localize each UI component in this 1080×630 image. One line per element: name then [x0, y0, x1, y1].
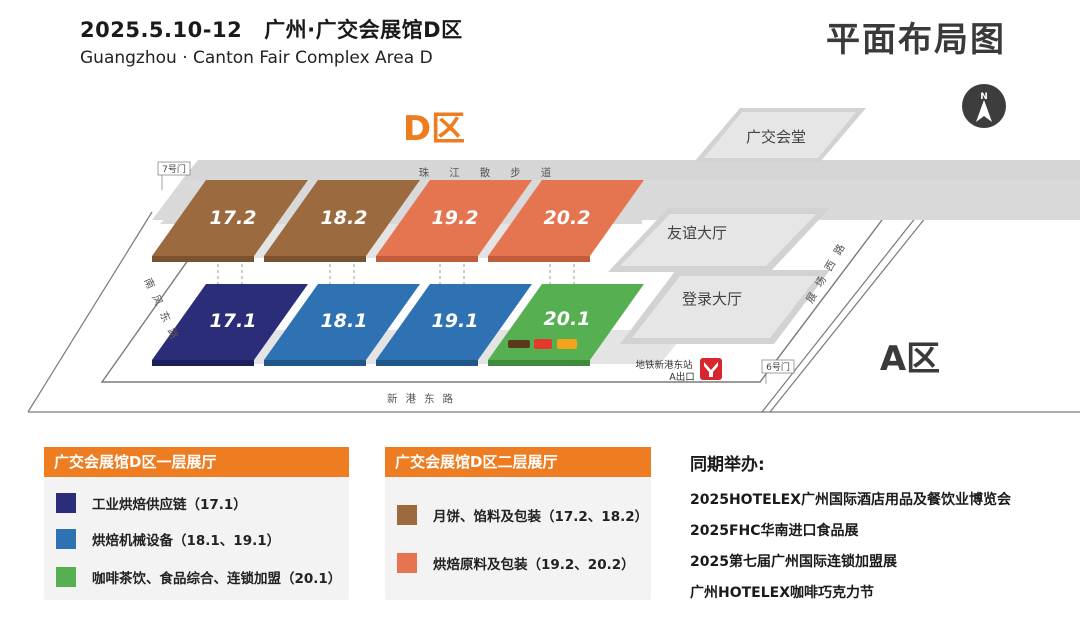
hall-registration-label: 登录大厅: [682, 290, 742, 308]
road-south-label: 新港东路: [387, 392, 461, 405]
legend-floor2-item-label: 月饼、馅料及包装（17.2、18.2）: [433, 509, 649, 525]
hall-17-2-label: 17.2: [210, 207, 257, 229]
hall-20-1-label: 20.1: [544, 308, 591, 330]
legend-floor1-item: 工业烘焙供应链（17.1）: [56, 493, 247, 513]
legend-floor1-item-label: 烘焙机械设备（18.1、19.1）: [92, 533, 281, 549]
gate-6: 6号门: [761, 359, 795, 384]
event-venue: 广州·广交会展馆D区: [264, 18, 463, 42]
hall-connectors: [217, 258, 575, 286]
zone-d-label: D区: [403, 109, 465, 149]
hall-19-2-label: 19.2: [432, 207, 479, 229]
legend-swatch-orange: [397, 553, 417, 573]
legend-floor2-item-label: 烘焙原料及包装（19.2、20.2）: [433, 557, 635, 573]
compass-icon: N: [962, 84, 1006, 128]
map-title: 平面布局图: [826, 20, 1006, 60]
legend-swatch-blue: [56, 529, 76, 549]
concurrent-events: 同期举办: 2025HOTELEX广州国际酒店用品及餐饮业博览会 2025FHC…: [690, 450, 1011, 613]
compass-letter: N: [980, 92, 988, 102]
hall-friendship-label: 友谊大厅: [667, 224, 727, 242]
hall-20-2: 20.2: [488, 180, 644, 262]
sponsor-logos: [508, 339, 577, 349]
legend-swatch-navy: [56, 493, 76, 513]
event-date: 2025.5.10-12: [80, 18, 243, 42]
hall-canton-fair-label: 广交会堂: [746, 128, 806, 146]
hall-20-1: 20.1: [488, 284, 644, 366]
gate-6-label: 6号门: [766, 361, 790, 373]
metro-exit-label: A出口: [669, 371, 695, 383]
hall-17-1-label: 17.1: [210, 310, 257, 332]
gate-7: 7号门: [157, 161, 191, 190]
concurrent-item: 2025HOTELEX广州国际酒店用品及餐饮业博览会: [690, 492, 1011, 508]
concurrent-item: 广州HOTELEX咖啡巧克力节: [690, 585, 875, 601]
legend-floor1-item: 烘焙机械设备（18.1、19.1）: [56, 529, 280, 549]
legend-floor2-panel: 广交会展馆D区二层展厅 月饼、馅料及包装（17.2、18.2） 烘焙原料及包装（…: [385, 447, 651, 600]
concurrent-item: 2025FHC华南进口食品展: [690, 523, 859, 539]
legend-floor1-item: 咖啡茶饮、食品综合、连锁加盟（20.1）: [56, 567, 341, 587]
side-halls: [608, 108, 866, 344]
hall-18-1: 18.1: [264, 284, 420, 366]
metro-icon: [700, 358, 722, 380]
legend-floor2-item: 月饼、馅料及包装（17.2、18.2）: [397, 505, 648, 525]
legend-floor1-item-label: 工业烘焙供应链（17.1）: [92, 497, 247, 513]
hall-18-2: 18.2: [264, 180, 420, 262]
hall-18-2-label: 18.2: [321, 207, 368, 229]
legend-floor2-item: 烘焙原料及包装（19.2、20.2）: [397, 553, 635, 573]
concurrent-title: 同期举办:: [690, 455, 765, 475]
metro-station-label: 地铁新港东站: [635, 359, 693, 371]
venue-english-subtitle: Guangzhou · Canton Fair Complex Area D: [80, 48, 433, 68]
floor-plan-map: 17.2 18.2 19.2 20.2 17.1 18.1 19.1 20.1: [27, 84, 1080, 413]
metro-station: 地铁新港东站 A出口: [635, 358, 722, 383]
gate-7-label: 7号门: [162, 163, 186, 175]
legend-floor1-panel: 广交会展馆D区一层展厅 工业烘焙供应链（17.1） 烘焙机械设备（18.1、19…: [44, 447, 349, 600]
hall-20-2-label: 20.2: [544, 207, 591, 229]
event-date-venue: 2025.5.10-12 广州·广交会展馆D区: [80, 14, 485, 44]
legend-floor2-title: 广交会展馆D区二层展厅: [385, 447, 651, 477]
promenade-label: 珠江散步道: [419, 166, 572, 179]
legend-floor1-item-label: 咖啡茶饮、食品综合、连锁加盟（20.1）: [92, 571, 342, 587]
legend-swatch-green: [56, 567, 76, 587]
hall-18-1-label: 18.1: [321, 310, 368, 332]
legend-swatch-brown: [397, 505, 417, 525]
hall-19-2: 19.2: [376, 180, 532, 262]
hall-19-1: 19.1: [376, 284, 532, 366]
zone-a-label: A区: [880, 339, 940, 379]
legend-floor1-title: 广交会展馆D区一层展厅: [44, 447, 349, 477]
hall-19-1-label: 19.1: [432, 310, 479, 332]
road-west-label: 南风东路: [141, 276, 184, 349]
concurrent-item: 2025第七届广州国际连锁加盟展: [690, 554, 897, 570]
hall-17-1: 17.1: [152, 284, 308, 366]
hall-17-2: 17.2: [152, 180, 308, 262]
